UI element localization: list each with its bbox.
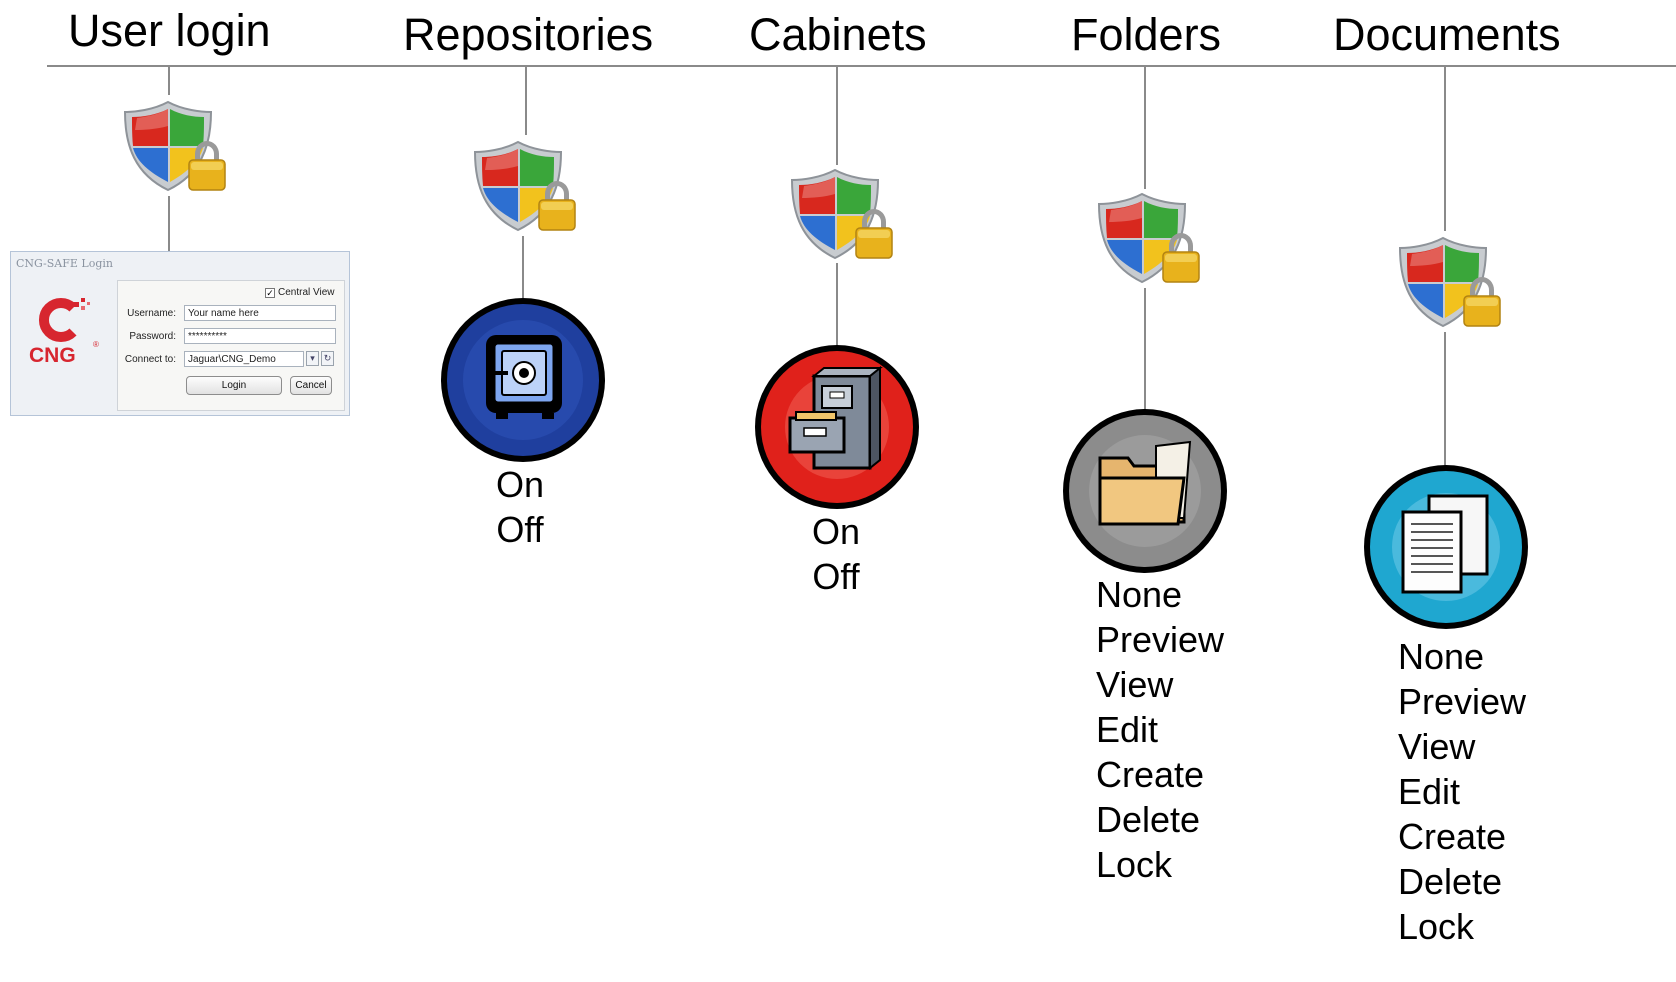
heading-folders: Folders xyxy=(1071,9,1222,60)
option-item: Delete xyxy=(1398,861,1503,902)
folder-icon xyxy=(1063,409,1227,573)
connector-line xyxy=(1444,332,1446,466)
documents-icon xyxy=(1364,465,1528,629)
folders-options: None Preview View Edit Create Delete Loc… xyxy=(1096,572,1224,887)
heading-cabinets: Cabinets xyxy=(749,9,927,60)
option-item: Edit xyxy=(1096,709,1159,750)
chevron-down-icon[interactable]: ▾ xyxy=(306,351,319,366)
password-field[interactable]: ********** xyxy=(184,328,336,344)
cng-logo-text: CNG xyxy=(29,344,76,367)
registered-mark: ® xyxy=(93,340,99,349)
login-dialog-title: CNG-SAFE Login xyxy=(16,257,113,270)
option-item: Delete xyxy=(1096,799,1201,840)
option-item: Create xyxy=(1398,816,1507,857)
connector-line xyxy=(1444,65,1446,231)
connector-line xyxy=(525,65,527,135)
heading-repositories: Repositories xyxy=(403,9,654,60)
central-view-label: Central View xyxy=(278,287,335,298)
password-label: Password: xyxy=(129,331,176,342)
option-item: Preview xyxy=(1096,619,1225,660)
option-item: Create xyxy=(1096,754,1205,795)
option-item: On xyxy=(495,464,545,505)
timeline-divider xyxy=(47,65,1676,67)
option-item: Off xyxy=(812,556,860,597)
option-item: View xyxy=(1096,664,1174,705)
option-item: Off xyxy=(496,509,544,550)
username-label: Username: xyxy=(127,308,176,319)
option-item: None xyxy=(1398,636,1485,677)
security-shield-lock-icon xyxy=(474,141,576,231)
connect-to-label: Connect to: xyxy=(124,354,176,365)
connector-line xyxy=(522,236,524,298)
option-item: Preview xyxy=(1398,681,1527,722)
connector-line xyxy=(168,196,170,252)
connector-line xyxy=(1144,65,1146,189)
connector-line xyxy=(836,65,838,165)
documents-options: None Preview View Edit Create Delete Loc… xyxy=(1398,634,1526,949)
option-item: Lock xyxy=(1096,844,1173,885)
login-form: ✓ Central View Username: Your name here … xyxy=(117,280,345,411)
option-item: View xyxy=(1398,726,1476,767)
cng-logo xyxy=(38,298,90,342)
file-cabinet-icon xyxy=(755,345,919,509)
central-view-checkbox[interactable]: ✓ xyxy=(265,288,275,298)
connect-to-select[interactable]: Jaguar\CNG_Demo xyxy=(184,351,304,367)
option-item: Lock xyxy=(1398,906,1475,947)
security-shield-lock-icon xyxy=(124,101,226,191)
username-field[interactable]: Your name here xyxy=(184,305,336,321)
cancel-button[interactable]: Cancel xyxy=(290,376,332,395)
option-item: On xyxy=(811,511,861,552)
cabinets-options: On Off xyxy=(776,509,896,599)
refresh-icon[interactable]: ↻ xyxy=(321,351,334,366)
security-shield-lock-icon xyxy=(791,169,893,259)
connector-line xyxy=(836,263,838,347)
security-shield-lock-icon xyxy=(1098,193,1200,283)
repositories-options: On Off xyxy=(460,462,580,552)
connector-line xyxy=(1144,288,1146,410)
heading-documents: Documents xyxy=(1333,9,1561,60)
option-item: Edit xyxy=(1398,771,1461,812)
security-shield-lock-icon xyxy=(1399,237,1501,327)
option-item: None xyxy=(1096,574,1183,615)
login-dialog: CNG-SAFE Login CNG ® ✓ Central View User… xyxy=(10,251,350,416)
connector-line xyxy=(168,65,170,95)
safe-icon xyxy=(441,298,605,462)
heading-user-login: User login xyxy=(68,5,271,56)
login-button[interactable]: Login xyxy=(186,376,282,395)
